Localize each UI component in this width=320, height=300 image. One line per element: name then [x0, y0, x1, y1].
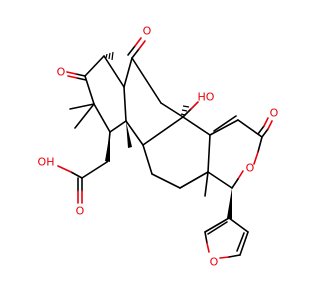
structure-canvas: O O HO O O O O OH: [37, 24, 279, 269]
atom-labels: O O HO O O O O OH: [38, 25, 279, 269]
bond-furan-c4-c5-double: [236, 232, 245, 252]
hydroxyl-label: HO: [198, 91, 215, 104]
bond-furan-c3-c4: [228, 217, 249, 233]
carbon-skeleton: [69, 55, 263, 256]
hash-c12-oh: [180, 105, 190, 116]
bond-c9-c5: [123, 86, 127, 122]
bond-furan-c4-c5: [239, 231, 249, 256]
ketone-ring-o-label: O: [57, 66, 66, 79]
acid-carbonyl-o-label: O: [76, 205, 85, 218]
acid-hydroxyl-label: OH: [38, 156, 55, 169]
bond-c6-c7: [142, 144, 153, 175]
bond-c6-c12: [142, 116, 184, 146]
molecule-drawing: O O HO O O O O OH: [38, 25, 279, 269]
wedge-c4-ch2: [105, 132, 110, 162]
bond-gem-methyl-b: [74, 103, 95, 129]
lactone-carbonyl-o-label: O: [270, 107, 279, 120]
oxygen-bonds: [57, 37, 273, 259]
bond-c15-c15-double: [213, 115, 237, 132]
bond-furan-c3-c2-double: [207, 221, 228, 235]
wedge-c17-furan: [227, 188, 232, 219]
bond-c13-methyl: [204, 171, 209, 197]
bond-gem-methyl-a: [69, 103, 95, 110]
bond-c2-c1: [84, 55, 105, 77]
bond-c4-c5: [109, 120, 127, 133]
hash-c1-h: [105, 51, 114, 61]
bond-c14-c12: [182, 116, 211, 136]
bond-furan-c3-c2: [204, 217, 230, 233]
bond-c2-c3: [84, 75, 95, 105]
ketone-bridge-o-label: O: [143, 25, 152, 38]
bond-c1-c9: [103, 55, 125, 88]
wedge-c5-methyl: [126, 121, 132, 148]
bond-c14-c15: [209, 119, 239, 136]
bond-c7-c8: [151, 173, 181, 189]
bond-c9-c10: [123, 57, 133, 88]
bond-c5-c6: [125, 120, 144, 146]
bond-c13-c14: [207, 134, 211, 173]
bond-c3-c4: [93, 103, 111, 133]
bond-c10-c11: [131, 57, 162, 104]
furan-o-label: O: [210, 256, 219, 269]
bond-c13-c17: [207, 171, 233, 189]
bond-c8-c13: [179, 171, 209, 189]
bond-ch2-cooh: [81, 161, 108, 179]
stereo-bonds: [105, 51, 232, 219]
lactone-ring-o-label: O: [246, 162, 255, 175]
bond-c11-c12: [160, 102, 184, 118]
